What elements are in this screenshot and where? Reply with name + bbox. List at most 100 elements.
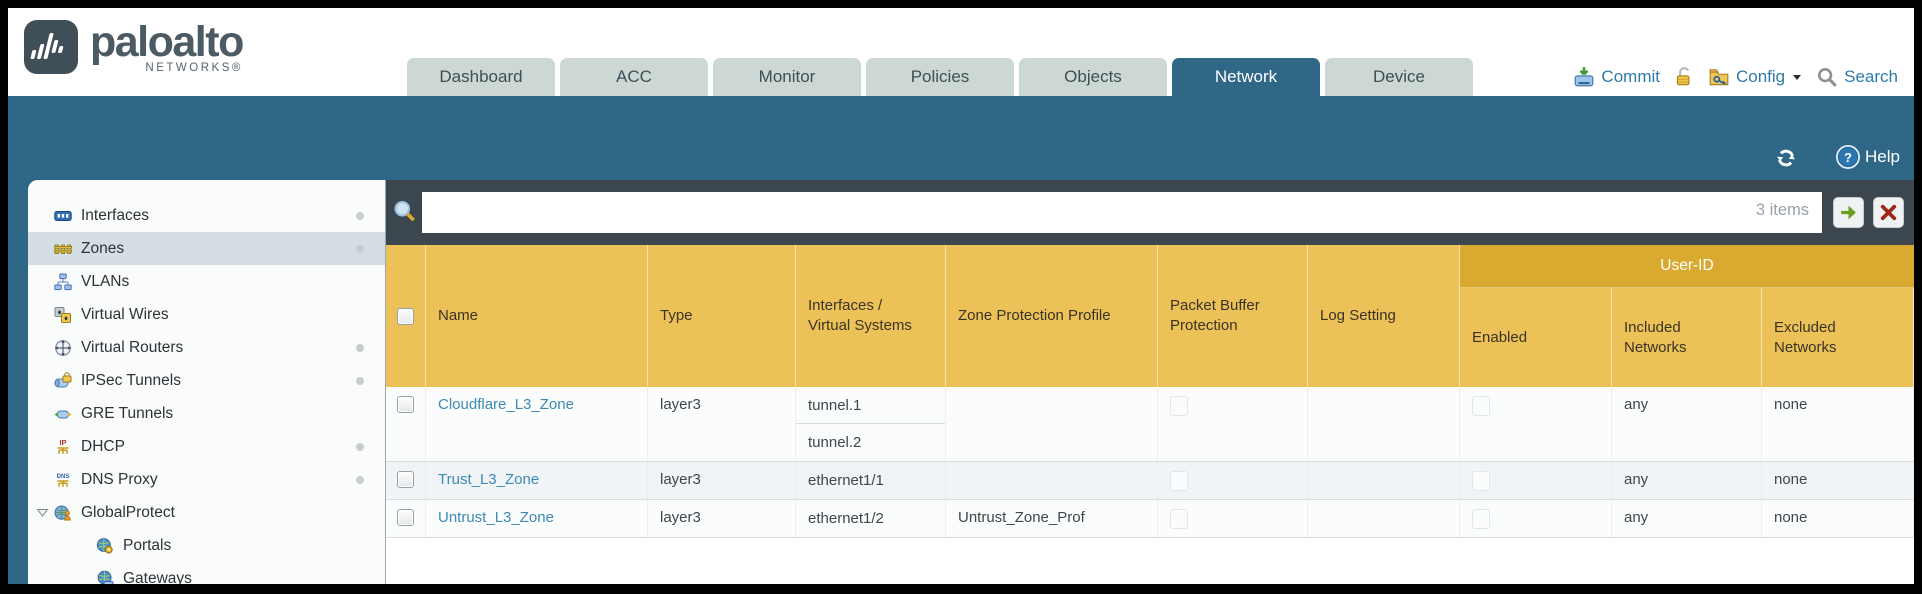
column-header-name[interactable]: Name [426, 245, 648, 387]
column-header-interfaces-virtual-systems[interactable]: Interfaces / Virtual Systems [796, 245, 946, 387]
row-select-checkbox[interactable] [397, 396, 414, 413]
sidebar-item-vlans[interactable]: VLANs [28, 265, 385, 298]
sidebar-item-label: Zones [81, 239, 125, 257]
sidebar-item-label: Interfaces [81, 206, 150, 224]
sidebar-item-ipsec-tunnels[interactable]: IPSec Tunnels [28, 364, 385, 397]
zone-name-cell: Untrust_L3_Zone [426, 500, 648, 537]
tab-network[interactable]: Network [1172, 58, 1320, 96]
lock-icon[interactable] [1673, 66, 1695, 88]
column-header-type[interactable]: Type [648, 245, 796, 387]
user-id-enabled-cell [1460, 500, 1612, 537]
help-button[interactable]: ? Help [1835, 144, 1900, 170]
global-search-button[interactable]: Search [1816, 66, 1898, 88]
config-menu[interactable]: Config [1708, 66, 1803, 88]
sidebar-item-virtual-wires[interactable]: Virtual Wires [28, 298, 385, 331]
packet-buffer-protection-checkbox [1170, 396, 1188, 416]
paloalto-logo-icon [24, 20, 78, 74]
tab-objects[interactable]: Objects [1019, 58, 1167, 96]
sidebar-item-gateways[interactable]: Gateways [28, 562, 385, 584]
filter-search-icon[interactable] [392, 199, 418, 225]
sidebar-item-zones[interactable]: Zones [28, 232, 385, 265]
log-setting-cell [1308, 387, 1460, 461]
tab-policies[interactable]: Policies [866, 58, 1014, 96]
interface-entry: ethernet1/2 [808, 510, 884, 527]
zone-protection-profile-cell [946, 387, 1158, 461]
item-status-dot [356, 212, 364, 220]
tab-acc[interactable]: ACC [560, 58, 708, 96]
virtual-routers-icon [54, 339, 72, 357]
column-header-zone-protection-profile[interactable]: Zone Protection Profile [946, 245, 1158, 387]
select-all-checkbox[interactable] [397, 307, 414, 325]
zones-icon [54, 240, 72, 258]
zone-type-cell: layer3 [648, 387, 796, 461]
packet-buffer-protection-cell [1158, 500, 1308, 537]
column-header-excluded-networks[interactable]: Excluded Networks [1762, 288, 1914, 387]
refresh-icon[interactable] [1774, 146, 1798, 170]
virtual-wires-icon [54, 306, 72, 324]
column-header-log-setting[interactable]: Log Setting [1308, 245, 1460, 387]
sidebar-item-globalprotect[interactable]: GlobalProtect [28, 496, 385, 529]
tab-dashboard[interactable]: Dashboard [407, 58, 555, 96]
included-networks-cell: any [1612, 462, 1762, 499]
sidebar-item-label: Portals [123, 536, 172, 554]
interfaces-cell: ethernet1/1 [796, 462, 946, 499]
sidebar-item-portals[interactable]: Portals [28, 529, 385, 562]
filter-input[interactable] [422, 192, 1822, 233]
portals-icon [96, 537, 114, 555]
brand-name: paloalto [90, 18, 244, 66]
zone-name-link[interactable]: Cloudflare_L3_Zone [438, 396, 574, 413]
zone-name-cell: Cloudflare_L3_Zone [426, 387, 648, 461]
item-status-dot [356, 344, 364, 352]
top-actions: Commit Config Search [1573, 66, 1898, 88]
column-header-included-networks[interactable]: Included Networks [1612, 288, 1762, 387]
sidebar-item-interfaces[interactable]: Interfaces [28, 199, 385, 232]
row-checkbox-cell [386, 500, 426, 537]
brand-subtitle: NETWORKS® [145, 62, 243, 74]
globalprotect-icon [54, 504, 72, 522]
row-select-checkbox[interactable] [397, 471, 414, 488]
paloalto-logo: paloalto NETWORKS® [24, 18, 244, 74]
expander-down-icon[interactable] [36, 506, 49, 519]
apply-filter-button[interactable] [1833, 197, 1864, 228]
clear-x-icon [1878, 202, 1899, 223]
sidebar-item-gre-tunnels[interactable]: GRE Tunnels [28, 397, 385, 430]
interfaces-icon [54, 207, 72, 225]
sidebar-item-label: GlobalProtect [81, 503, 175, 521]
clear-filter-button[interactable] [1873, 197, 1904, 228]
packet-buffer-protection-checkbox [1170, 471, 1188, 491]
sidebar-item-label: Gateways [123, 569, 192, 585]
row-checkbox-cell [386, 462, 426, 499]
vlans-icon [54, 273, 72, 291]
packet-buffer-protection-cell [1158, 462, 1308, 499]
sidebar-item-virtual-routers[interactable]: Virtual Routers [28, 331, 385, 364]
svg-text:IP: IP [59, 438, 66, 447]
zone-protection-profile-cell: Untrust_Zone_Prof [946, 500, 1158, 537]
included-networks-cell: any [1612, 500, 1762, 537]
column-header-enabled[interactable]: Enabled [1460, 288, 1612, 387]
excluded-networks-cell: none [1762, 387, 1914, 461]
column-header-packet-buffer-protection[interactable]: Packet Buffer Protection [1158, 245, 1308, 387]
tab-device[interactable]: Device [1325, 58, 1473, 96]
zone-name-link[interactable]: Trust_L3_Zone [438, 471, 540, 488]
user-id-enabled-checkbox [1472, 509, 1490, 529]
zone-name-link[interactable]: Untrust_L3_Zone [438, 509, 554, 526]
row-select-checkbox[interactable] [397, 509, 414, 526]
packet-buffer-protection-cell [1158, 387, 1308, 461]
commit-button[interactable]: Commit [1573, 66, 1660, 88]
log-setting-cell [1308, 500, 1460, 537]
tab-monitor[interactable]: Monitor [713, 58, 861, 96]
config-icon [1708, 66, 1730, 88]
config-label: Config [1735, 67, 1786, 86]
gateways-icon [96, 570, 114, 584]
banner: ? Help [8, 96, 1914, 180]
